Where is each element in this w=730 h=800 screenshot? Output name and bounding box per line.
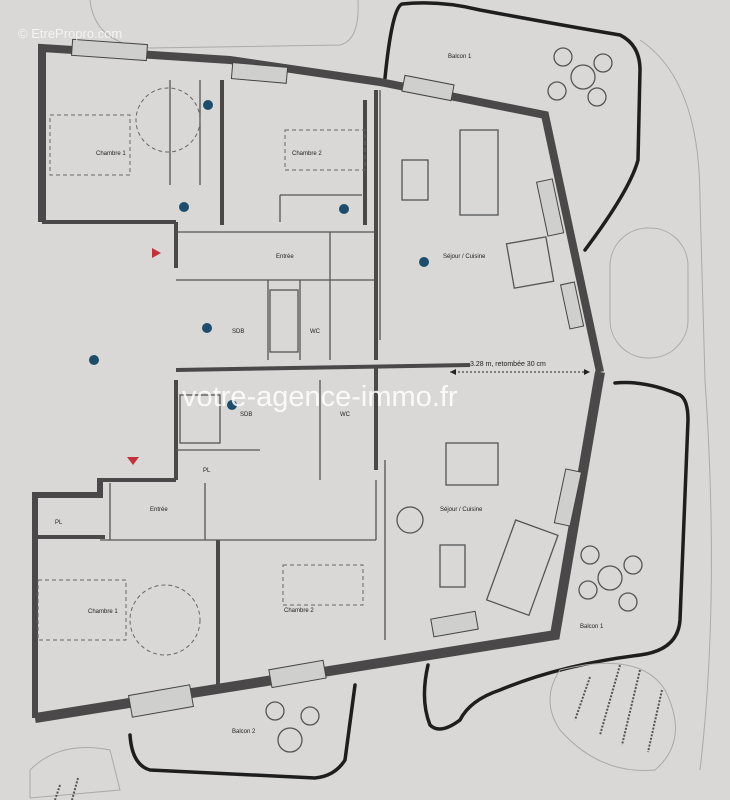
label-lower-pl-2: PL [203,468,211,474]
watermark-agence: votre-agence-immo.fr [182,381,458,413]
label-lower-sdb: SDB [240,412,252,418]
label-upper-wc: WC [310,329,321,335]
balcony-table-2 [265,701,320,753]
balcony-2-outline [128,683,357,780]
garden-path [639,39,712,771]
furniture [37,87,559,656]
balcony-1-upper-outline [383,1,642,252]
label-upper-balcon: Balcon 1 [448,54,472,60]
label-lower-balcon-2: Balcon 2 [232,729,256,735]
garden-outline [89,0,359,49]
label-lower-chambre-1: Chambre 1 [88,609,118,615]
label-upper-chambre-1: Chambre 1 [96,151,126,157]
garden-bed-2 [29,747,121,799]
parking-stripes [54,664,663,800]
windows [71,38,585,718]
exterior-wall-upper [38,43,604,373]
label-upper-chambre-2: Chambre 2 [292,151,322,157]
label-lower-pl-1: PL [55,520,63,526]
garden-bed [549,662,676,771]
entry-marker-upper [152,248,161,258]
interior-walls [35,80,471,690]
balcony-table-upper [547,47,613,107]
label-upper-sejour: Séjour / Cuisine [443,254,486,260]
garden-pool [609,227,689,359]
label-lower-chambre-2: Chambre 2 [284,608,314,614]
label-lower-wc: WC [340,412,351,418]
partition-lines [100,80,386,640]
dimension-line: 3.28 m, retombée 30 cm [450,361,590,375]
label-upper-sdb: SDB [232,329,244,335]
exterior-wall-lower [34,371,605,723]
watermark-etrepropro: © EtrePropro.com [18,26,122,41]
room-markers [89,100,429,410]
entry-marker-lower [127,457,139,465]
label-upper-entree: Entrée [276,254,294,260]
exterior-wall-left-lower [32,478,103,718]
balcony-table-lower [578,545,643,612]
label-lower-sejour: Séjour / Cuisine [440,507,483,513]
label-lower-balcon-1: Balcon 1 [580,624,604,630]
dimension-note: 3.28 m, retombée 30 cm [470,361,546,368]
label-lower-entree: Entrée [150,507,168,513]
